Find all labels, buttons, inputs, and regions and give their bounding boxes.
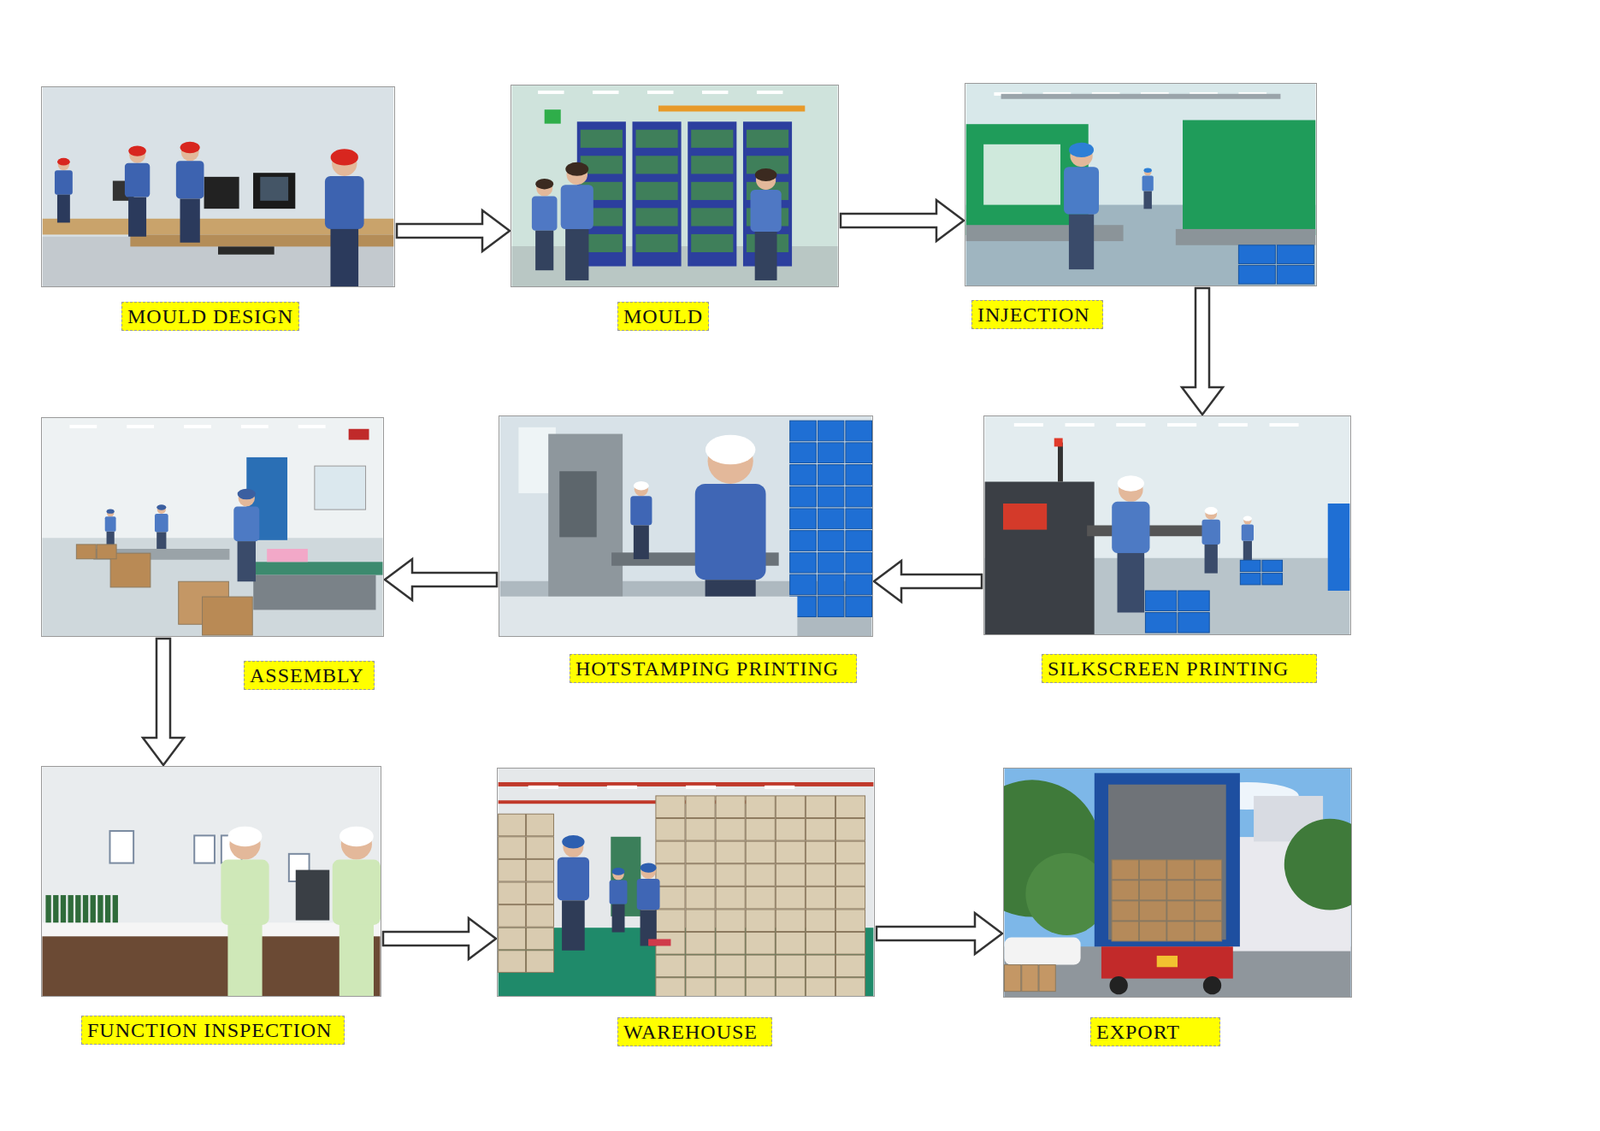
flow-arrow (384, 559, 497, 601)
step-caption: EXPORT (1090, 1017, 1221, 1047)
photo-box: MOULD (510, 84, 839, 288)
step-caption: SILKSCREEN PRINTING (1041, 654, 1317, 684)
step-caption: ASSEMBLY (243, 661, 375, 691)
step-caption: FUNCTION INSPECTION (81, 1015, 345, 1046)
step-caption: MOULD (617, 301, 709, 331)
photo-box: FUNCTION INSPECTION (41, 766, 382, 998)
flow-arrow (383, 918, 496, 960)
photo-box: MOULD DESIGN (41, 86, 396, 288)
factory-photo (41, 87, 395, 287)
factory-photo (41, 418, 384, 637)
photo-box: INJECTION (964, 82, 1317, 287)
photo-box: SILKSCREEN PRINTING (983, 415, 1352, 636)
flow-arrow (142, 638, 184, 766)
step-caption: WAREHOUSE (617, 1017, 773, 1047)
step-caption: INJECTION (971, 300, 1104, 330)
factory-photo (499, 416, 873, 637)
factory-photo (497, 768, 874, 997)
flow-arrow (840, 200, 964, 242)
flow-arrow (873, 560, 982, 603)
flow-arrow (876, 913, 1003, 955)
factory-photo (511, 85, 839, 287)
factory-photo (1003, 768, 1352, 998)
flow-arrow (1181, 288, 1223, 415)
photo-box: WAREHOUSE (496, 767, 875, 998)
photo-box: HOTSTAMPING PRINTING (498, 415, 874, 638)
step-caption: MOULD DESIGN (121, 301, 300, 331)
photo-box: ASSEMBLY (41, 417, 384, 638)
factory-photo (984, 416, 1351, 635)
flow-arrow (396, 210, 510, 252)
photo-box: EXPORT (1003, 767, 1353, 998)
factory-photo (41, 767, 381, 997)
step-caption: HOTSTAMPING PRINTING (569, 654, 857, 684)
factory-photo (965, 83, 1317, 286)
